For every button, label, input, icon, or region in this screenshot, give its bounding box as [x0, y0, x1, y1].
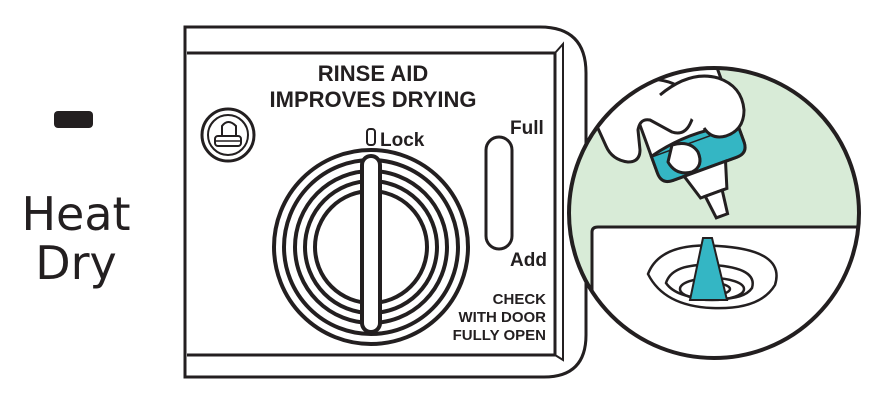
rinse-aid-dial[interactable] [272, 148, 470, 346]
dispenser-title-line2: IMPROVES DRYING [270, 87, 477, 112]
heat-dry-indicator-light [54, 111, 93, 128]
lock-label: Lock [380, 130, 425, 151]
note-line1: CHECK [493, 291, 547, 308]
lock-marker [366, 128, 376, 146]
note-line2: WITH DOOR [459, 309, 547, 326]
pouring-inset [567, 66, 861, 360]
level-indicator-window [484, 135, 514, 251]
full-label: Full [510, 118, 544, 139]
heat-dry-label-line1: Heat [21, 187, 131, 241]
dial-handle[interactable] [360, 154, 382, 334]
note-line3: FULLY OPEN [453, 327, 546, 344]
add-label: Add [510, 250, 547, 271]
dispenser-cap-icon [200, 107, 256, 163]
rinse-aid-stream [688, 237, 729, 301]
dispenser-title-line1: RINSE AID [318, 61, 428, 86]
heat-dry-label-line2: Dry [35, 236, 117, 290]
